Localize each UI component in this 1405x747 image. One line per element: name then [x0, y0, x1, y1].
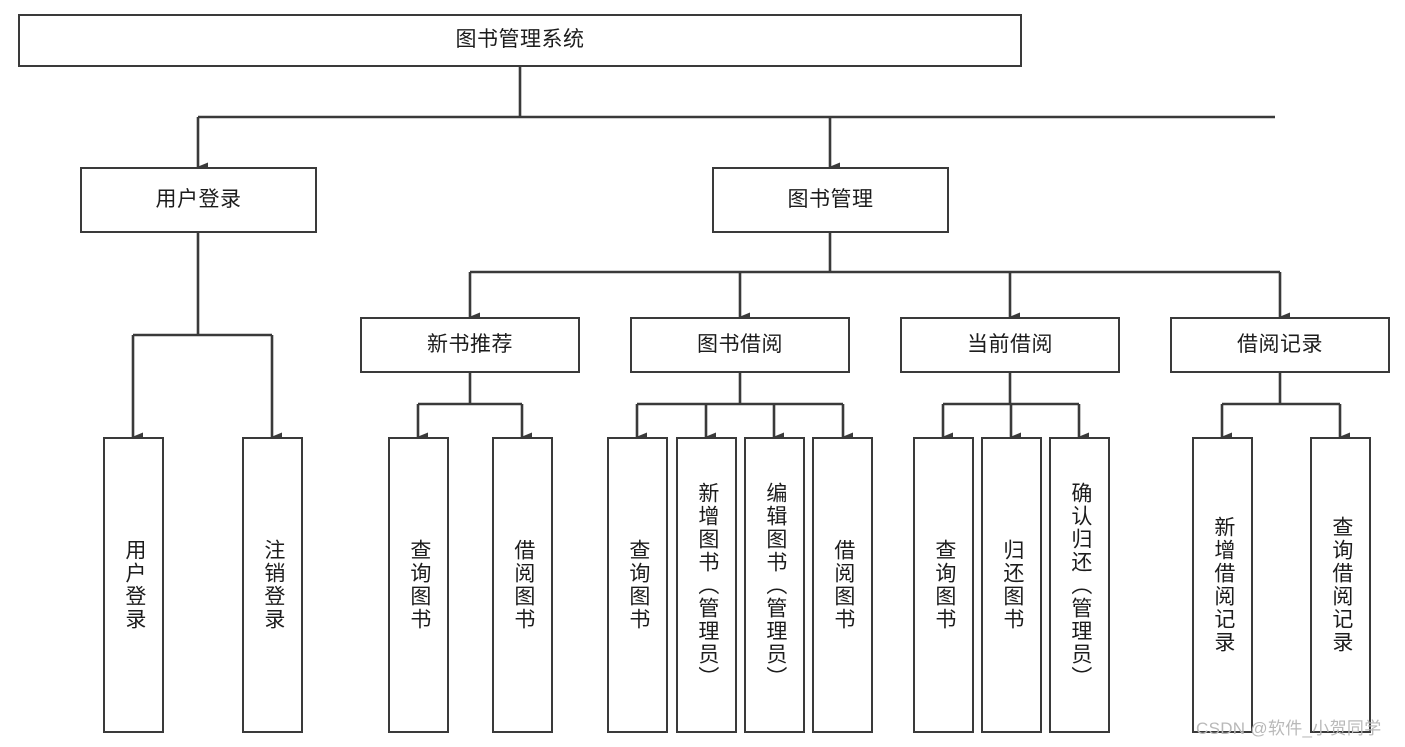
- node-root-label: 图书管理系统: [455, 28, 585, 52]
- leaf-query-book-1[interactable]: 查询图书: [388, 437, 449, 733]
- leaf-return-book[interactable]: 归还图书: [981, 437, 1042, 733]
- node-book-management-label: 图书管理: [787, 187, 874, 211]
- node-root[interactable]: 图书管理系统: [18, 14, 1022, 67]
- node-borrow-record[interactable]: 借阅记录: [1170, 317, 1390, 373]
- node-current-borrow-label: 当前借阅: [967, 332, 1053, 356]
- watermark-text: CSDN @软件_小贺同学: [1196, 719, 1382, 738]
- leaf-confirm-return[interactable]: 确认归还（管理员）: [1049, 437, 1110, 733]
- leaf-query-book-1-label: 查询图书: [407, 539, 431, 631]
- leaf-logout-login[interactable]: 注销登录: [242, 437, 303, 733]
- leaf-borrow-book-1[interactable]: 借阅图书: [492, 437, 553, 733]
- leaf-add-book-label: 新增图书（管理员）: [695, 481, 719, 689]
- leaf-query-book-3[interactable]: 查询图书: [913, 437, 974, 733]
- leaf-query-record[interactable]: 查询借阅记录: [1310, 437, 1371, 733]
- leaf-query-record-label: 查询借阅记录: [1329, 516, 1353, 654]
- leaf-return-book-label: 归还图书: [1000, 539, 1024, 631]
- node-current-borrow[interactable]: 当前借阅: [900, 317, 1120, 373]
- node-book-borrow-label: 图书借阅: [697, 332, 783, 356]
- node-user-login[interactable]: 用户登录: [80, 167, 317, 233]
- leaf-add-book[interactable]: 新增图书（管理员）: [676, 437, 737, 733]
- leaf-borrow-book-2[interactable]: 借阅图书: [812, 437, 873, 733]
- leaf-add-record[interactable]: 新增借阅记录: [1192, 437, 1253, 733]
- leaf-query-book-2[interactable]: 查询图书: [607, 437, 668, 733]
- node-user-login-label: 用户登录: [155, 187, 242, 211]
- leaf-edit-book-label: 编辑图书（管理员）: [763, 481, 787, 689]
- node-book-management[interactable]: 图书管理: [712, 167, 949, 233]
- node-borrow-record-label: 借阅记录: [1237, 332, 1323, 356]
- leaf-query-book-2-label: 查询图书: [626, 539, 650, 631]
- node-new-book-recommend[interactable]: 新书推荐: [360, 317, 580, 373]
- leaf-borrow-book-1-label: 借阅图书: [511, 539, 535, 631]
- leaf-edit-book[interactable]: 编辑图书（管理员）: [744, 437, 805, 733]
- leaf-logout-login-label: 注销登录: [261, 539, 285, 631]
- leaf-user-login-label: 用户登录: [122, 539, 146, 631]
- leaf-query-book-3-label: 查询图书: [932, 539, 956, 631]
- leaf-borrow-book-2-label: 借阅图书: [831, 539, 855, 631]
- leaf-add-record-label: 新增借阅记录: [1211, 516, 1235, 654]
- leaf-confirm-return-label: 确认归还（管理员）: [1068, 481, 1092, 689]
- node-book-borrow[interactable]: 图书借阅: [630, 317, 850, 373]
- leaf-user-login[interactable]: 用户登录: [103, 437, 164, 733]
- node-new-book-recommend-label: 新书推荐: [427, 332, 513, 356]
